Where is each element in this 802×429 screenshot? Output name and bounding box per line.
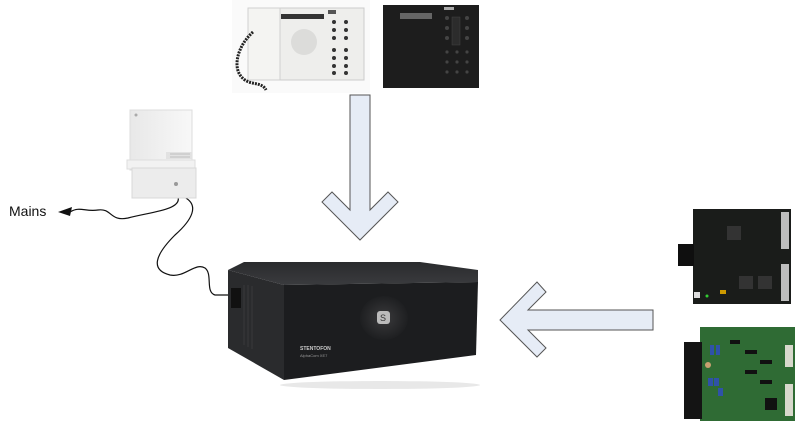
control-board <box>678 209 791 304</box>
line-board <box>684 327 795 421</box>
brand-label: STENTOFON <box>300 346 331 352</box>
left-arrow-icon <box>499 281 654 358</box>
power-cable <box>156 196 232 296</box>
mains-label: Mains <box>9 203 47 219</box>
intercom-station-white <box>232 0 370 93</box>
down-arrow-icon <box>321 94 399 241</box>
svg-text:S: S <box>380 313 386 323</box>
exchange-cabinet: S STENTOFON AlphaCom XE7 <box>228 262 480 389</box>
mains-cable <box>69 196 179 220</box>
mains-arrowhead-icon <box>58 207 72 216</box>
power-supply-unit <box>126 109 197 199</box>
model-label: AlphaCom XE7 <box>300 353 328 358</box>
intercom-station-black <box>383 5 479 88</box>
